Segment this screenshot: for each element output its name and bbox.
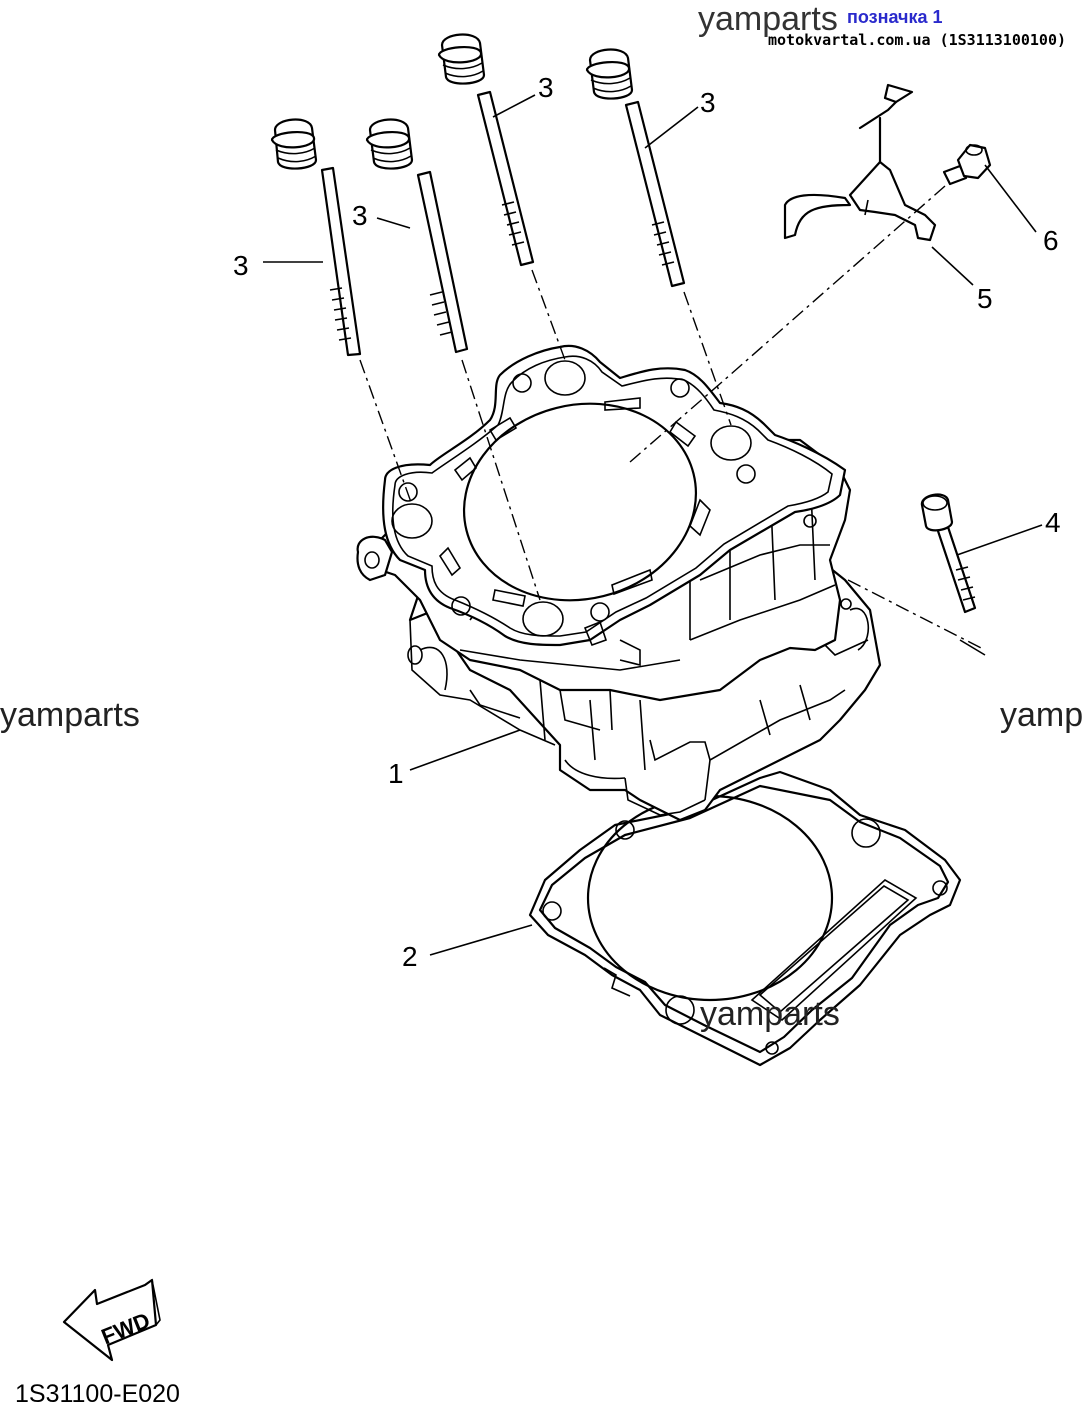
callout-5: 5 <box>977 283 993 314</box>
bolt-b <box>365 118 469 354</box>
callout-2: 2 <box>402 941 418 972</box>
callout-6: 6 <box>1043 225 1059 256</box>
callout-1: 1 <box>388 758 404 789</box>
callout-3-left: 3 <box>233 250 249 281</box>
diagram-code: 1S31100-E020 <box>15 1380 180 1408</box>
leader-lines <box>263 94 1043 956</box>
cylinder-head-bolts <box>270 33 732 601</box>
watermark-left: yamparts <box>0 696 140 734</box>
flange-bolt <box>629 143 992 463</box>
bolt-a <box>270 118 362 357</box>
callout-4: 4 <box>1045 507 1061 538</box>
side-bolt <box>847 493 986 656</box>
source-reference: motokvartal.com.ua (1S3113100100) <box>768 31 1066 49</box>
cylinder-gasket <box>528 770 962 1067</box>
position-label: позначка 1 <box>847 7 943 27</box>
bolt-c <box>437 33 535 267</box>
watermark-bottom: yamparts <box>700 995 840 1033</box>
cylinder-block <box>356 344 882 822</box>
watermark-top: yamparts <box>698 0 838 38</box>
callout-3-top: 3 <box>538 72 554 103</box>
watermark-right: yamp <box>1000 696 1083 734</box>
fwd-arrow-icon: FWD <box>62 1278 161 1362</box>
callout-3-right: 3 <box>700 87 716 118</box>
bracket <box>783 83 937 242</box>
bolt-d <box>585 48 686 288</box>
callout-3-mid: 3 <box>352 200 368 231</box>
